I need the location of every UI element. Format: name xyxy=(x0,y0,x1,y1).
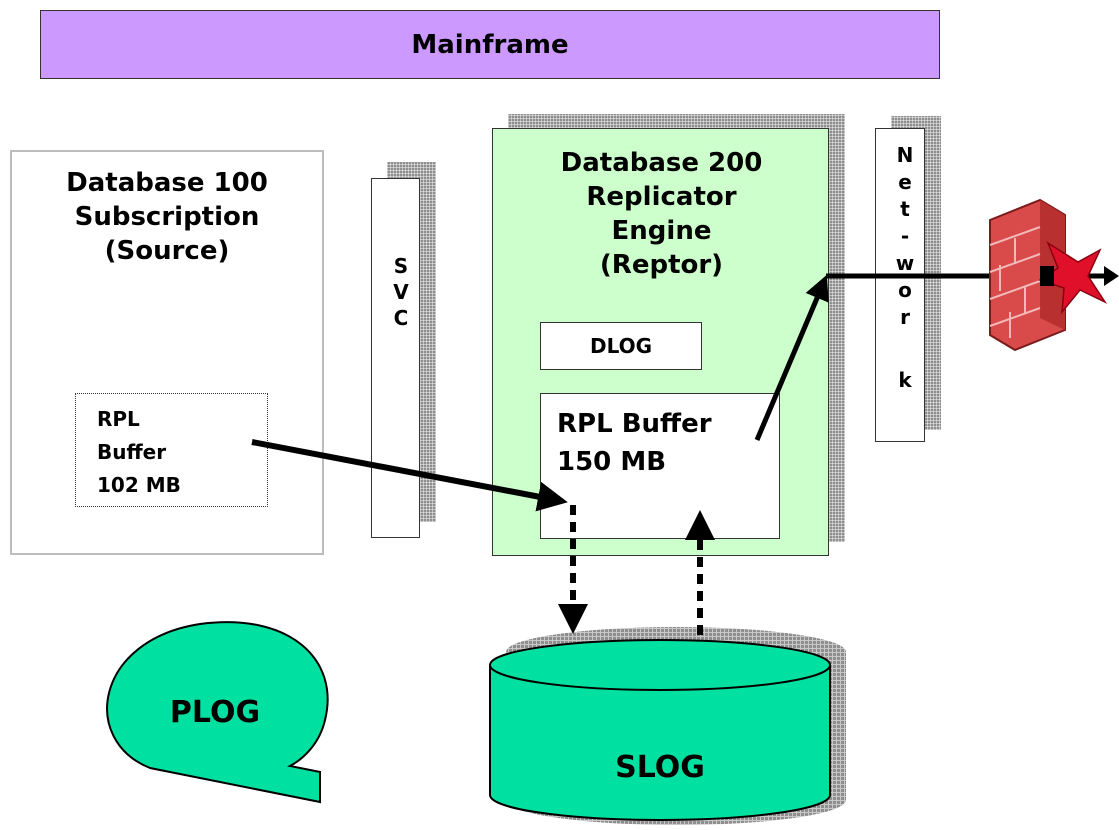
plog-label: PLOG xyxy=(169,695,261,730)
source-rpl-buffer-label: 102 MB xyxy=(97,473,181,497)
dlog-box: DLOG xyxy=(540,322,702,370)
database-100-title-line: Database 100 xyxy=(66,168,268,198)
database-100-title-line: Subscription xyxy=(74,202,260,232)
svc-letter: C xyxy=(393,306,409,330)
network-letter: N xyxy=(896,143,914,167)
database-100-title: Database 100 Subscription (Source) xyxy=(12,166,322,268)
mainframe-bar: Mainframe xyxy=(40,10,940,79)
database-200-title-line: (Reptor) xyxy=(599,250,724,280)
target-rpl-buffer-label: RPL Buffer 150 MB xyxy=(557,405,712,481)
network-letter: - xyxy=(900,224,910,248)
network-letter: r xyxy=(900,305,910,329)
buffer-to-network-arrow xyxy=(754,274,829,441)
network-letter: w xyxy=(895,251,915,275)
plog-bubble xyxy=(106,621,329,804)
source-rpl-buffer-label: RPL xyxy=(97,407,140,431)
database-200-title: Database 200 Replicator Engine (Reptor) xyxy=(495,146,828,282)
target-rpl-buffer-box xyxy=(540,393,780,539)
target-rpl-buffer-line: 150 MB xyxy=(557,447,667,477)
svc-letter: V xyxy=(393,280,409,304)
mainframe-label: Mainframe xyxy=(411,29,569,60)
slog-label: SLOG xyxy=(615,750,705,785)
network-arrowhead xyxy=(1104,266,1119,286)
firewall-icon xyxy=(989,198,1108,352)
database-100-title-line: (Source) xyxy=(104,236,230,266)
dlog-label: DLOG xyxy=(589,334,653,358)
slog-cylinder xyxy=(489,627,846,825)
target-rpl-buffer-line: RPL Buffer xyxy=(557,409,712,439)
network-letter: k xyxy=(898,368,912,392)
source-to-target-arrow xyxy=(251,439,568,512)
database-200-title-line: Engine xyxy=(611,216,712,246)
network-letter: o xyxy=(898,278,912,302)
svc-box xyxy=(371,178,420,538)
database-200-title-line: Replicator xyxy=(586,182,737,212)
network-box xyxy=(875,128,925,442)
source-rpl-buffer-label: Buffer xyxy=(97,440,167,464)
source-rpl-buffer-box xyxy=(75,393,268,507)
svc-letter: S xyxy=(393,254,409,278)
network-letter: e xyxy=(898,170,912,194)
network-letter: t xyxy=(900,197,910,221)
database-200-title-line: Database 200 xyxy=(560,148,763,178)
